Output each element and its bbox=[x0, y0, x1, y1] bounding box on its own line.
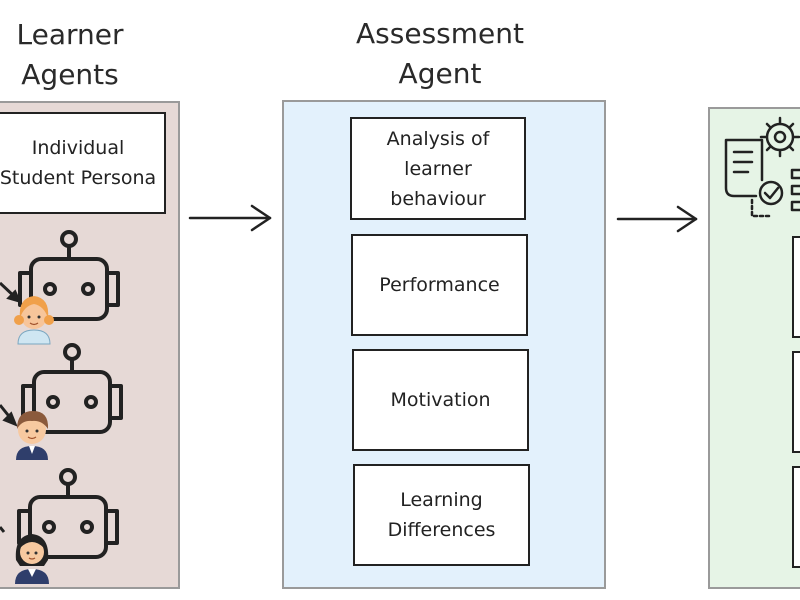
student-boy-icon bbox=[16, 411, 49, 460]
learner-agents-title: Learner Agents bbox=[0, 15, 140, 95]
arrow-right-icon bbox=[616, 205, 698, 233]
assessment-item-label: Motivation bbox=[390, 389, 491, 411]
arrow-right-icon bbox=[188, 204, 272, 232]
assessment-item-performance: Performance bbox=[351, 234, 528, 336]
assessment-item-analysis: Analysis of learner behaviour bbox=[350, 117, 526, 220]
output-box-2 bbox=[792, 351, 800, 453]
assessment-item-label: Analysis of learner behaviour bbox=[386, 127, 490, 210]
assessment-item-label: Learning Differences bbox=[387, 489, 496, 541]
assessment-title-line2: Agent bbox=[398, 57, 482, 90]
assessment-item-label: Performance bbox=[379, 274, 500, 296]
output-box-3 bbox=[792, 466, 800, 568]
output-box-1 bbox=[792, 236, 800, 338]
output-panel bbox=[708, 107, 800, 589]
assessment-title-line1: Assessment bbox=[356, 17, 524, 50]
student-glasses-icon bbox=[15, 534, 49, 584]
robot-icon bbox=[17, 468, 119, 559]
student-persona-box: Individual Student Persona bbox=[0, 112, 166, 214]
assessment-item-learning-differences: Learning Differences bbox=[353, 464, 530, 566]
student-persona-label: Individual Student Persona bbox=[0, 137, 157, 189]
connector-lines bbox=[0, 281, 22, 533]
learner-title-line2: Agents bbox=[21, 58, 119, 91]
assessment-item-motivation: Motivation bbox=[352, 349, 529, 451]
assessment-agent-title: Assessment Agent bbox=[340, 14, 540, 94]
learner-title-line1: Learner bbox=[16, 18, 124, 51]
student-girl-icon bbox=[14, 296, 54, 345]
settings-document-icon bbox=[724, 116, 800, 218]
